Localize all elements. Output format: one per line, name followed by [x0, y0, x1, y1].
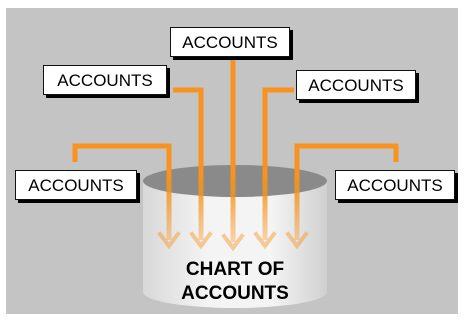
connector-right [294, 143, 399, 240]
arrowhead-5 [285, 231, 309, 250]
connector-left [72, 143, 172, 240]
accounts-box-top: ACCOUNTS [170, 27, 290, 57]
arrowhead-2 [189, 231, 213, 250]
accounts-box-upper-left: ACCOUNTS [43, 65, 167, 95]
arrowhead-4 [253, 231, 277, 250]
accounts-box-upper-right: ACCOUNTS [296, 70, 416, 100]
connector-upper-right [262, 87, 294, 240]
cylinder-body [143, 181, 327, 308]
arrowhead-3 [221, 233, 245, 252]
arrowhead-1 [157, 231, 181, 250]
accounts-box-left: ACCOUNTS [15, 170, 137, 200]
connector-upper-left [173, 87, 204, 240]
accounts-box-right: ACCOUNTS [335, 170, 455, 200]
database-label-line2: ACCOUNTS [181, 283, 289, 304]
database-label: CHART OF ACCOUNTS [143, 258, 327, 306]
database-label-line1: CHART OF [185, 259, 285, 280]
database-cylinder [143, 165, 327, 308]
